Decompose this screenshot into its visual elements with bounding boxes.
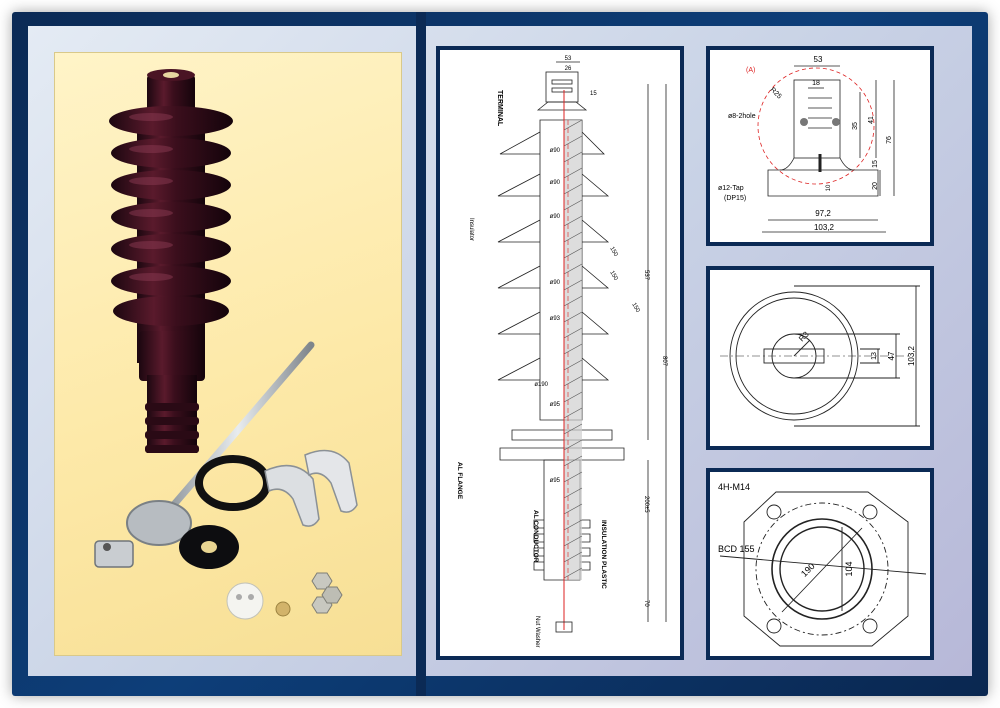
flange-outline <box>499 447 625 461</box>
hole-right <box>832 118 840 126</box>
hex-nut-3 <box>321 586 343 604</box>
clamp-bolt <box>103 543 111 551</box>
dim-15-label: 15 <box>872 160 879 168</box>
bolt-hole-tl <box>766 504 782 520</box>
dia-93-label: ø93 <box>550 316 561 322</box>
dim-53-label: 53 <box>814 55 823 64</box>
holes-label: 4H-M14 <box>718 482 750 492</box>
dim-20-label: 20 <box>872 182 879 190</box>
dim-70-label: 70 <box>643 600 649 607</box>
insulator-shed-outlines <box>497 131 610 381</box>
washer-small <box>275 601 291 617</box>
al-conductor-label: AL CONDUCTOR <box>532 510 539 563</box>
product-photo <box>54 52 402 656</box>
top-width-label: 53 <box>565 56 572 62</box>
insulator-label: Insulator <box>468 218 474 241</box>
flange-detail-drawing: 4H-M14 BCD 155 190 104 <box>706 468 934 660</box>
detail-a-circle <box>757 67 875 185</box>
dia-90-label-4: ø90 <box>550 280 561 286</box>
assembly-drawing-svg: 53 26 15 TERMINAL Insulator AL FLANGE AL… <box>456 56 667 647</box>
dim-97-label: 97,2 <box>815 209 831 218</box>
washer-detail-svg: R3 13 47 103,2 <box>720 285 920 427</box>
shed-150-label-1: 150 <box>608 246 619 258</box>
washer-detail-drawing: R3 13 47 103,2 <box>706 266 934 450</box>
shed-150-label-2: 150 <box>608 270 619 282</box>
hatched-section <box>563 119 583 580</box>
flange-clamp-1 <box>264 464 320 527</box>
terminal-base <box>767 169 879 197</box>
insulation-plastic-label: INSULATION PLASTIC <box>600 520 607 589</box>
white-insulating-disc <box>226 582 264 620</box>
conductor-rod <box>161 341 315 519</box>
bushing-photo-illustration <box>94 69 358 620</box>
bcd-label: BCD 155 <box>718 544 755 554</box>
rubber-gasket <box>195 455 271 511</box>
dim-537-label: 537 <box>643 270 649 281</box>
bushing-lower-stem <box>147 375 197 453</box>
bushing-flange-body <box>139 331 205 381</box>
dia-190-label: ø190 <box>534 382 548 388</box>
flange-detail-svg: 4H-M14 BCD 155 190 104 <box>718 482 927 647</box>
dia-95-label-2: ø95 <box>550 478 561 484</box>
bolt-hole-br <box>862 618 878 634</box>
dia-90-label-1: ø90 <box>550 148 561 154</box>
dim-103-label: 103,2 <box>814 223 835 232</box>
dim-35-label: 35 <box>852 122 859 130</box>
rod-terminal-disc <box>126 500 192 546</box>
terminal-label: TERMINAL <box>496 90 503 127</box>
washer-dim-47-label: 47 <box>887 351 896 360</box>
flange-clamp-2 <box>304 449 358 513</box>
dim-104-label: 104 <box>844 561 854 576</box>
bolt-hole-tr <box>862 504 878 520</box>
ref-a-label: (A) <box>746 67 755 74</box>
flange-square-outline <box>743 491 909 647</box>
lower-rib-outlines <box>533 519 591 571</box>
dim-18-label: 18 <box>812 80 820 87</box>
bushing-assembly-drawing: 53 26 15 TERMINAL Insulator AL FLANGE AL… <box>436 46 684 660</box>
top-width2-label: 26 <box>565 66 572 72</box>
dim-190-label: 190 <box>799 561 817 579</box>
black-washer-hole <box>201 541 217 553</box>
tap-label-1: ø12-Tap <box>718 185 744 192</box>
bushing-lower-ribs <box>145 403 199 453</box>
tap-label-2: (DP15) <box>724 195 746 202</box>
al-flange-label: AL FLANGE <box>456 462 463 500</box>
dim-76-label: 76 <box>886 136 893 144</box>
hole-left <box>800 118 808 126</box>
dim-200-label: 200±5 <box>643 496 649 513</box>
nut-washer-label: Nut Washer <box>534 616 540 647</box>
terminal-plate <box>793 79 841 159</box>
bushing-top-cap <box>147 73 195 117</box>
bushing-sheds <box>109 106 233 326</box>
bottom-nut <box>555 621 573 633</box>
washer-dim-103-label: 103,2 <box>907 345 916 366</box>
washer-outer-circle <box>729 291 859 421</box>
vertical-divider <box>416 12 426 696</box>
rod-clamp <box>94 540 134 568</box>
dia-90-label-2: ø90 <box>550 180 561 186</box>
washer-dim-13-label: 13 <box>871 352 878 360</box>
dim-10-label: 10 <box>826 184 832 191</box>
bolt-hole-bl <box>766 618 782 634</box>
bushing-top-hole <box>163 72 179 78</box>
terminal-detail-drawing: (A) 53 18 R25 ø8-2hole ø12-Tap (DP15) 35… <box>706 46 934 246</box>
dim-41-label: 41 <box>868 116 875 124</box>
dia-95-label-1: ø95 <box>550 402 561 408</box>
dim-r25-label: R25 <box>769 86 783 100</box>
hole-label: ø8-2hole <box>728 113 756 120</box>
r15-label: 15 <box>590 91 597 97</box>
dia-90-label-3: ø90 <box>550 214 561 220</box>
bcd-circle <box>755 502 889 636</box>
shed-150-label-3: 150 <box>630 302 641 314</box>
terminal-detail-svg: (A) 53 18 R25 ø8-2hole ø12-Tap (DP15) 35… <box>718 55 895 233</box>
flange-bore-outer <box>771 518 873 620</box>
dim-807-label: 807 <box>661 356 667 367</box>
terminal-outline <box>545 71 579 103</box>
